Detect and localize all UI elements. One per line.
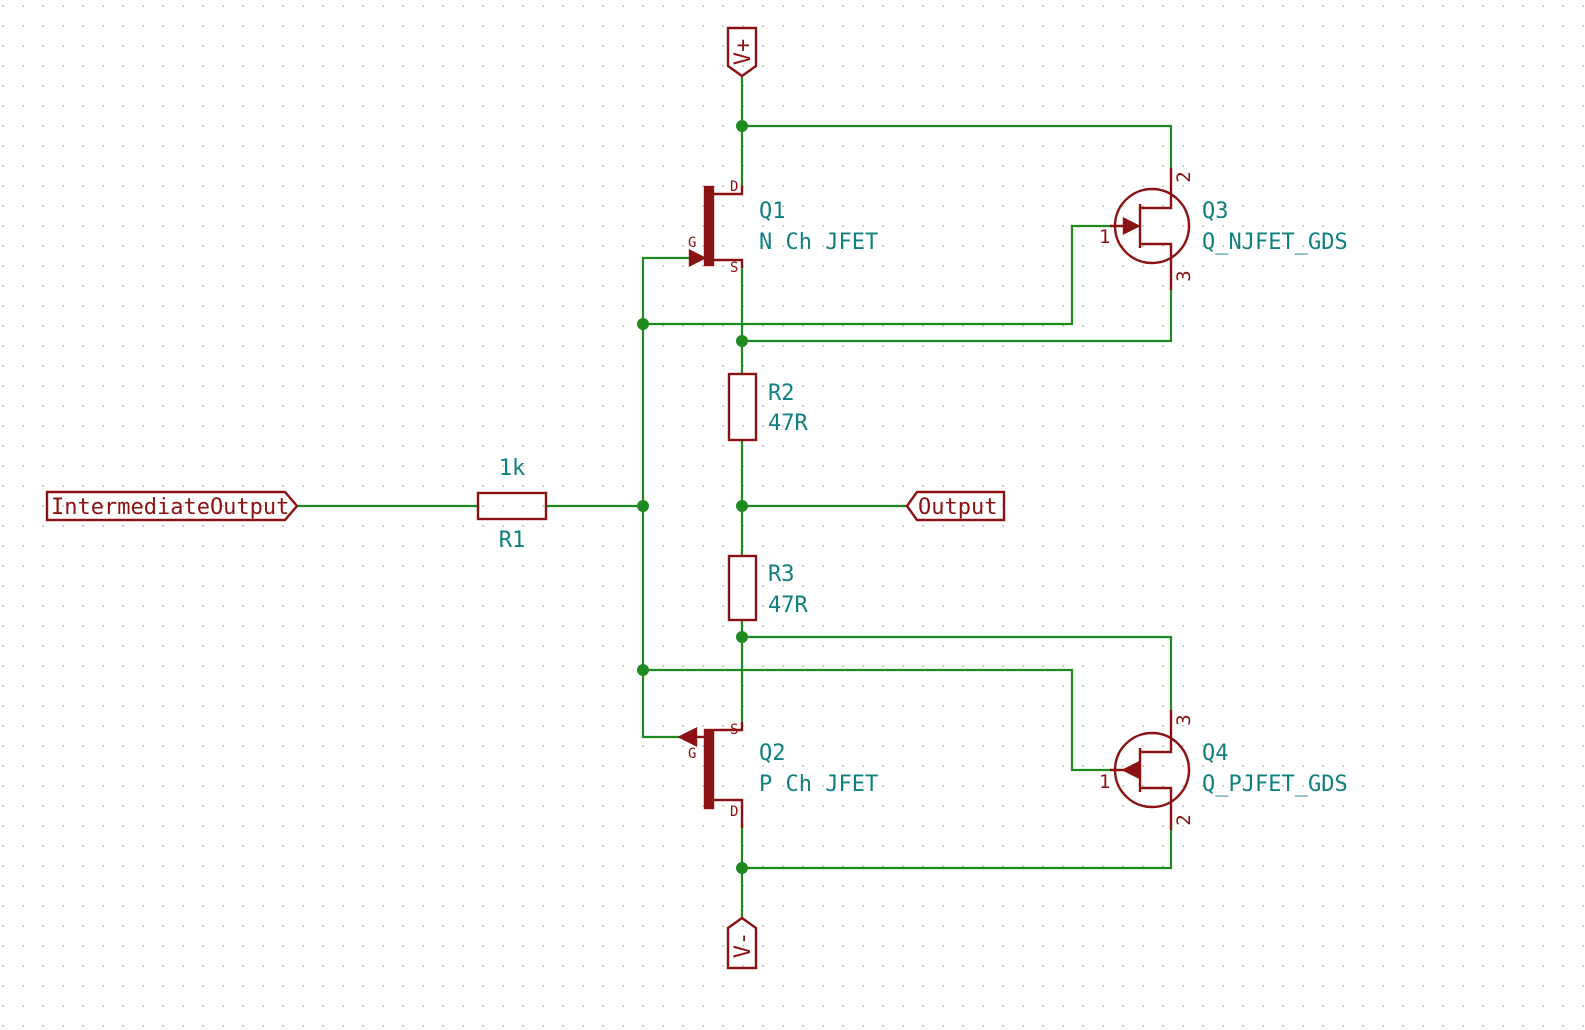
- jfet-q1[interactable]: D G S Q1 N Ch JFET: [688, 179, 878, 276]
- ref-designator: Q4: [1202, 741, 1229, 766]
- power-label-vplus: V+: [731, 39, 756, 66]
- global-label-output[interactable]: Output: [905, 490, 1006, 522]
- pin-number: 2: [1173, 171, 1195, 182]
- ref-designator: R2: [768, 381, 795, 406]
- ref-designator: R1: [499, 528, 526, 553]
- pin-label: S: [730, 260, 738, 276]
- ref-designator: Q3: [1202, 199, 1229, 224]
- wire-q4-gate: [641, 668, 1112, 772]
- junction-dot: [736, 631, 748, 643]
- component-value: Q_PJFET_GDS: [1202, 772, 1348, 797]
- junction-dot: [637, 664, 649, 676]
- wire-q3-drain: [740, 124, 1173, 170]
- junction-dot: [736, 335, 748, 347]
- ref-designator: Q2: [759, 741, 786, 766]
- junction-dot: [736, 500, 748, 512]
- junctions: [637, 120, 748, 874]
- junction-dot: [736, 120, 748, 132]
- wire-q3-source: [740, 288, 1173, 343]
- pin-label: G: [688, 235, 696, 251]
- jfet-q4[interactable]: 1 3 2 Q4 Q_PJFET_GDS: [1099, 710, 1348, 830]
- wire-q4-drain: [740, 828, 1173, 870]
- ref-designator: R3: [768, 562, 795, 587]
- resistor-r2[interactable]: R2 47R: [727, 372, 808, 442]
- component-value: Q_NJFET_GDS: [1202, 230, 1348, 255]
- resistor-r1[interactable]: 1k R1: [476, 456, 548, 553]
- component-value: 1k: [499, 456, 526, 481]
- pin-number: 2: [1173, 814, 1195, 825]
- jfet-q2[interactable]: S G D Q2 P Ch JFET: [677, 722, 878, 828]
- global-label-output-text: Output: [918, 495, 997, 520]
- pin-number: 3: [1173, 714, 1195, 725]
- pin-label: D: [730, 804, 738, 820]
- wire-q1-gate: [641, 256, 698, 739]
- wire-q4-source: [740, 635, 1173, 712]
- pin-number: 3: [1173, 270, 1195, 281]
- component-value: 47R: [768, 411, 808, 436]
- pin-label: D: [730, 179, 738, 195]
- global-label-input-text: IntermediateOutput: [51, 495, 289, 520]
- pin-label: G: [688, 746, 696, 762]
- wires: [295, 74, 1173, 920]
- wire-q3-gate: [641, 224, 1112, 326]
- jfet-q3[interactable]: 1 2 3 Q3 Q_NJFET_GDS: [1099, 168, 1348, 290]
- junction-dot: [637, 318, 649, 330]
- power-label-vminus: V-: [731, 932, 756, 959]
- pin-number: 1: [1099, 226, 1110, 248]
- component-value: N Ch JFET: [759, 230, 878, 255]
- component-value: 47R: [768, 593, 808, 618]
- junction-dot: [637, 500, 649, 512]
- pin-number: 1: [1099, 771, 1110, 793]
- ref-designator: Q1: [759, 199, 786, 224]
- component-value: P Ch JFET: [759, 772, 878, 797]
- pin-label: S: [730, 722, 738, 738]
- power-flag-vminus[interactable]: V-: [726, 916, 758, 970]
- power-flag-vplus[interactable]: V+: [726, 26, 758, 78]
- global-label-input[interactable]: IntermediateOutput: [45, 490, 299, 522]
- junction-dot: [736, 862, 748, 874]
- resistor-r3[interactable]: R3 47R: [727, 554, 808, 622]
